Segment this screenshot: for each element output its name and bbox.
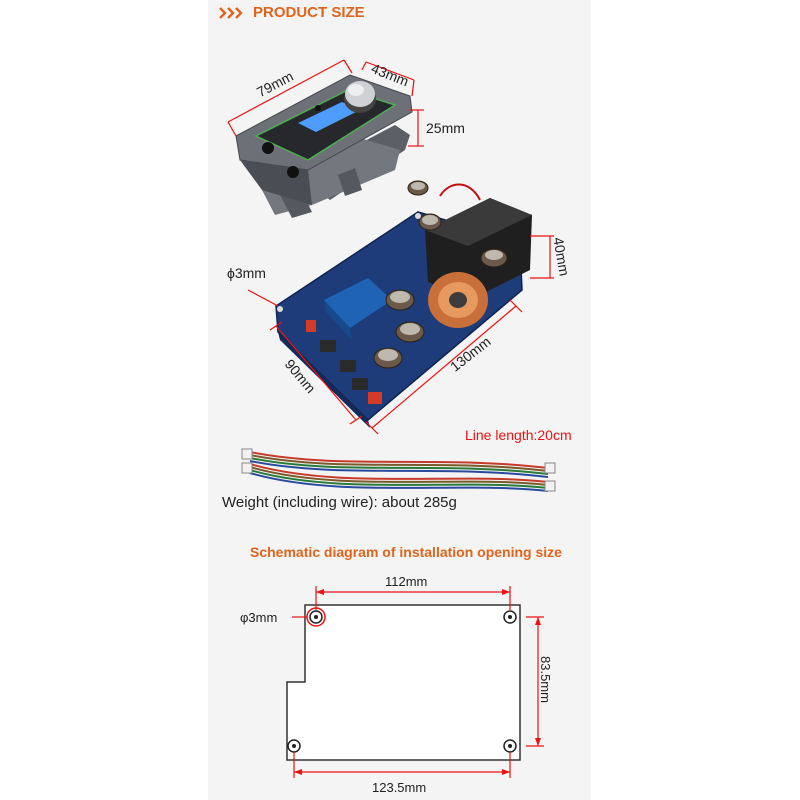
cable-length-label: Line length:20cm xyxy=(465,427,572,443)
schematic-bottom-label: 123.5mm xyxy=(372,780,427,795)
weight-text: Weight (including wire): about 285g xyxy=(222,494,457,511)
display-module-image xyxy=(235,74,413,218)
schematic-top-label: 112mm xyxy=(385,574,428,589)
cable-connectors xyxy=(241,448,556,492)
schematic-hole-label: φ3mm xyxy=(240,610,278,625)
schematic-title: Schematic diagram of installation openin… xyxy=(250,544,562,560)
triple-chevron-icon xyxy=(219,7,243,19)
cable-image xyxy=(249,451,549,492)
installation-schematic xyxy=(286,586,544,778)
section-title: PRODUCT SIZE xyxy=(253,4,365,21)
display-dimension-lines xyxy=(227,59,424,147)
board-dimension-lines xyxy=(247,235,554,435)
main-board-image xyxy=(275,180,532,428)
board-hole-label: ϕ3mm xyxy=(227,265,266,281)
schematic-side-label: 83.5mm xyxy=(538,656,553,703)
display-height-label: 25mm xyxy=(426,120,465,136)
